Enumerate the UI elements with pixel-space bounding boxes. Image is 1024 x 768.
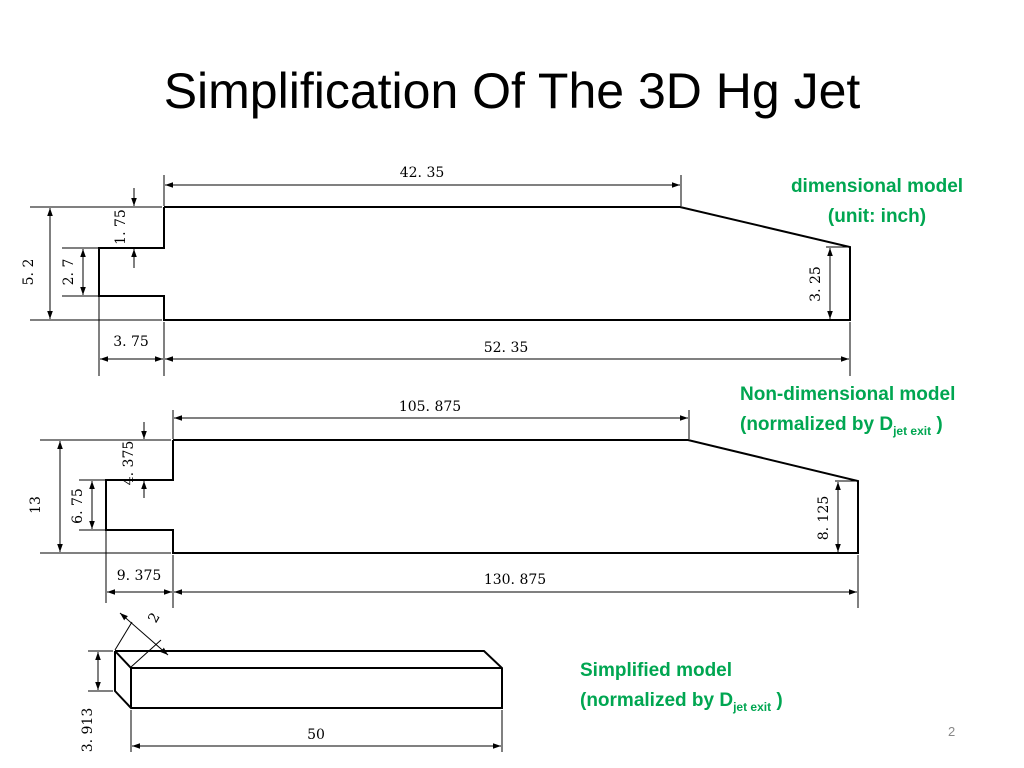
model1-total-length-label: 52. 35 [484,340,529,356]
model2-height-label: 13 [28,496,44,514]
slide-title: Simplification Of The 3D Hg Jet [163,63,861,119]
model2-top-length-label: 105. 875 [399,399,461,415]
model1-outline [98,206,851,321]
model2-exit-height-label: 8. 125 [816,496,832,541]
dimensional-model-drawing: 42. 35 52. 35 3. 75 5. 2 2. 7 1. 75 3. 2… [21,165,851,376]
model1-inner-height-label: 2. 7 [61,259,77,286]
model1-step-length-label: 3. 75 [113,334,149,350]
model1-height-label: 5. 2 [21,259,37,286]
model2-step-height-label: 4. 375 [121,441,137,486]
model2-total-length-label: 130. 875 [484,572,546,588]
model1-step-height-label: 1. 75 [113,209,129,245]
model2-step-length-label: 9. 375 [117,568,162,584]
model1-top-length-label: 42. 35 [400,165,445,181]
model3-depth-label: 2 [145,610,163,626]
model2-outline [105,439,859,554]
model3-box-outline [114,650,503,709]
page-number: 2 [948,724,956,739]
model3-caption: Simplified model (normalized by Djet exi… [580,660,783,714]
model3-height-label: 3. 913 [80,708,96,753]
model1-caption: dimensional model (unit: inch) [790,176,964,227]
non-dimensional-model-drawing: 105. 875 130. 875 9. 375 13 6. 75 4. 375… [28,399,859,608]
model2-caption: Non-dimensional model (normalized by Dje… [740,384,956,438]
model3-length-label: 50 [307,727,325,743]
model2-inner-height-label: 6. 75 [70,488,86,524]
simplified-model-drawing: 2 3. 913 50 [80,610,503,753]
model1-exit-height-label: 3. 25 [808,266,824,302]
